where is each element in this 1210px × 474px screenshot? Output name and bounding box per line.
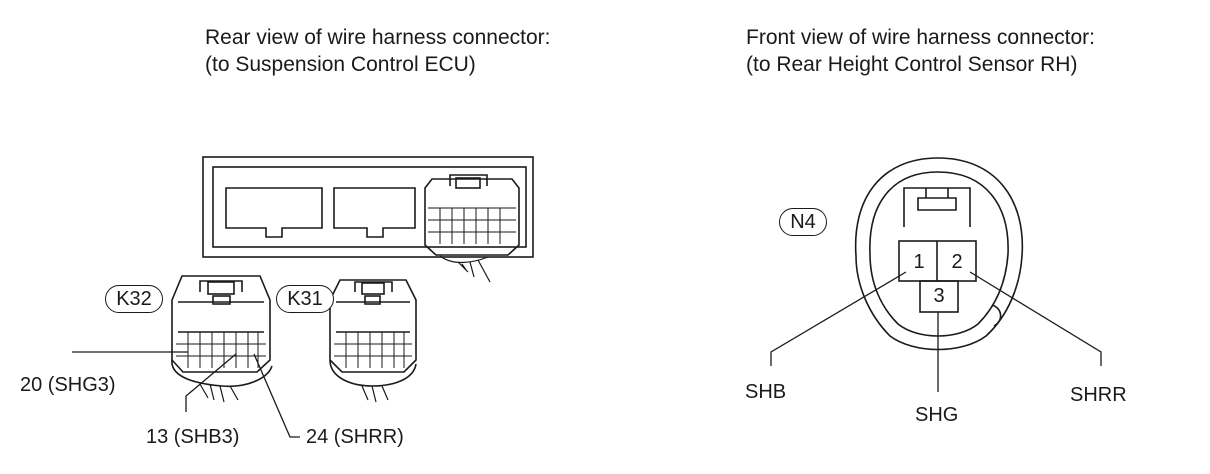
n4-pin-1: 1 (913, 251, 925, 273)
n4-badge: N4 (779, 208, 827, 236)
shb-label: SHB (745, 381, 787, 403)
right-title-line1: Front view of wire harness connector: (746, 26, 1095, 49)
shg-label: SHG (915, 404, 959, 426)
shrr-label: SHRR (1070, 384, 1127, 406)
suspension-control-ecu (202, 156, 534, 283)
pin-24-label: 24 (SHRR) (306, 426, 404, 448)
n4-pin-3: 3 (933, 285, 945, 307)
k32-connector-shape (171, 275, 273, 403)
left-title-line1: Rear view of wire harness connector: (205, 26, 551, 49)
k31-badge: K31 (276, 285, 334, 313)
n4-pin-2: 2 (951, 251, 963, 273)
left-title-line2: (to Suspension Control ECU) (205, 53, 476, 76)
n4-sensor-connector-shape (770, 157, 1102, 392)
k32-badge: K32 (105, 285, 163, 313)
pin-13-label: 13 (SHB3) (146, 426, 240, 448)
k32-leader-lines (72, 351, 300, 438)
right-title-line2: (to Rear Height Control Sensor RH) (746, 53, 1078, 76)
pin-20-label: 20 (SHG3) (20, 374, 116, 396)
k31-connector-shape (329, 279, 417, 403)
